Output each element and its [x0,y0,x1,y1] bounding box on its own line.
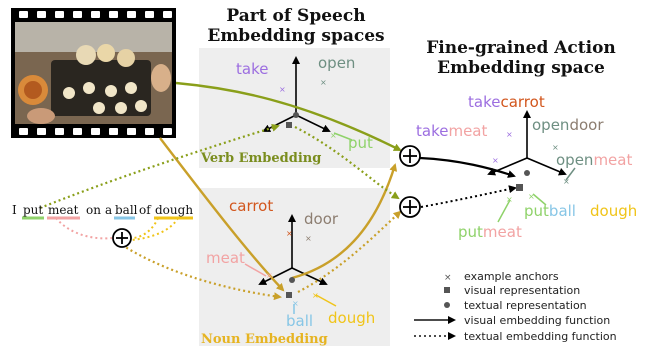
sentence-word: I [12,203,17,217]
dough-leader-line [315,294,337,307]
plus-circle-icon [399,145,421,167]
verb-anchor-open: open [318,54,355,72]
put-leader-line [333,132,353,141]
legend-textual-fn: textual embedding function [464,330,617,343]
visual-to-noun-arrow [159,137,285,292]
noun-to-combine-arrow [291,163,398,280]
square-visual-icon [444,287,450,293]
action-pair-put-ball: putball [524,202,576,220]
cross-anchor-icon: × [305,234,312,243]
square-visual-icon [286,292,292,298]
cross-anchor-icon: × [563,177,570,186]
meat-leader-line [244,263,267,277]
text-to-verb-arrow [39,123,280,210]
action-pair-open-meat: openmeat [556,151,632,169]
cross-anchor-icon: × [528,192,535,201]
verb-anchor-put: put [348,134,373,152]
meat-to-plus-arrow [55,217,113,240]
sprocket-holes-top [19,11,172,18]
verb-axes [262,56,331,132]
pos-title-line2: Embedding spaces [207,26,385,46]
pos-title-line1: Part of Speech [226,6,366,26]
action-pair-put-meat: putmeat [458,223,522,241]
dough-to-plus-arrow [131,217,179,241]
cross-anchor-icon: × [330,131,337,140]
cross-anchor-icon: × [266,271,273,280]
noun-anchor-door: door [304,210,339,228]
pos-title: Part of Speech Embedding spaces [196,6,396,46]
legend-anchors: example anchors [464,270,559,283]
noun-anchor-ball: ball [286,312,313,330]
sprocket-holes-bottom [19,128,172,135]
square-visual-icon [516,184,523,191]
cross-anchor-icon: × [279,85,286,94]
plus-circle-icon [112,228,132,248]
sentence-word: a [105,203,112,217]
noun-anchor-meat: meat [206,249,245,267]
action-title: Fine-grained Action Embedding space [406,38,636,78]
action-title-line1: Fine-grained Action [426,38,616,58]
text-to-noun-arrow [121,244,282,301]
circle-textual-icon [293,112,299,118]
cross-anchor-icon: × [292,299,299,308]
video-frame [11,8,176,138]
verb-anchor-take: take [236,60,268,78]
textcombine-to-action-arrow [420,185,517,208]
action-pair-put-dough: dough [590,202,637,220]
cross-anchor-icon: × [552,143,559,152]
sentence: I put meat on a ball of dough [12,203,193,217]
cross-anchor-icon: × [312,291,319,300]
circle-textual-icon [524,170,530,176]
noun-to-textcombine-arrow [297,210,402,293]
sentence-word: of [139,203,152,217]
noun-embedding-label: Noun Embedding [201,332,328,346]
action-pair-take-carrot: takecarrot [468,93,545,111]
verb-embedding-panel [199,48,390,168]
cross-anchor-icon: × [320,78,327,87]
legend: × example anchors visual representation … [414,270,617,343]
sentence-word: put [23,203,43,217]
action-title-line2: Embedding space [437,58,605,78]
noun-anchor-carrot: carrot [229,197,273,215]
cross-anchor-icon: × [286,229,293,238]
noun-anchor-dough: dough [328,309,375,327]
circle-textual-icon [289,277,295,283]
verb-embedding-label: Verb Embedding [200,151,321,166]
cross-anchor-icon: × [444,273,452,283]
cross-anchor-icon: × [492,156,499,165]
cross-anchor-icon: × [506,195,513,204]
combine-to-action-arrow [419,156,516,178]
circle-textual-icon [444,302,450,308]
legend-visual: visual representation [464,284,580,297]
action-pair-open-door: opendoor [532,116,604,134]
plus-circle-icon [399,196,421,218]
legend-visual-fn: visual embedding function [464,314,610,327]
sentence-word: meat [48,203,79,217]
noun-axes [258,214,328,286]
square-visual-icon [286,122,292,128]
legend-textual: textual representation [464,299,587,312]
action-pair-take-meat: takemeat [416,122,488,140]
sentence-word: on [86,203,101,217]
sentence-word: dough [155,203,193,217]
film-strip-image [11,8,176,138]
verb-to-textcombine-arrow [294,126,400,200]
visual-to-verb-arrow [175,81,402,152]
sentence-word: ball [115,203,138,217]
cross-anchor-icon: × [506,130,513,139]
